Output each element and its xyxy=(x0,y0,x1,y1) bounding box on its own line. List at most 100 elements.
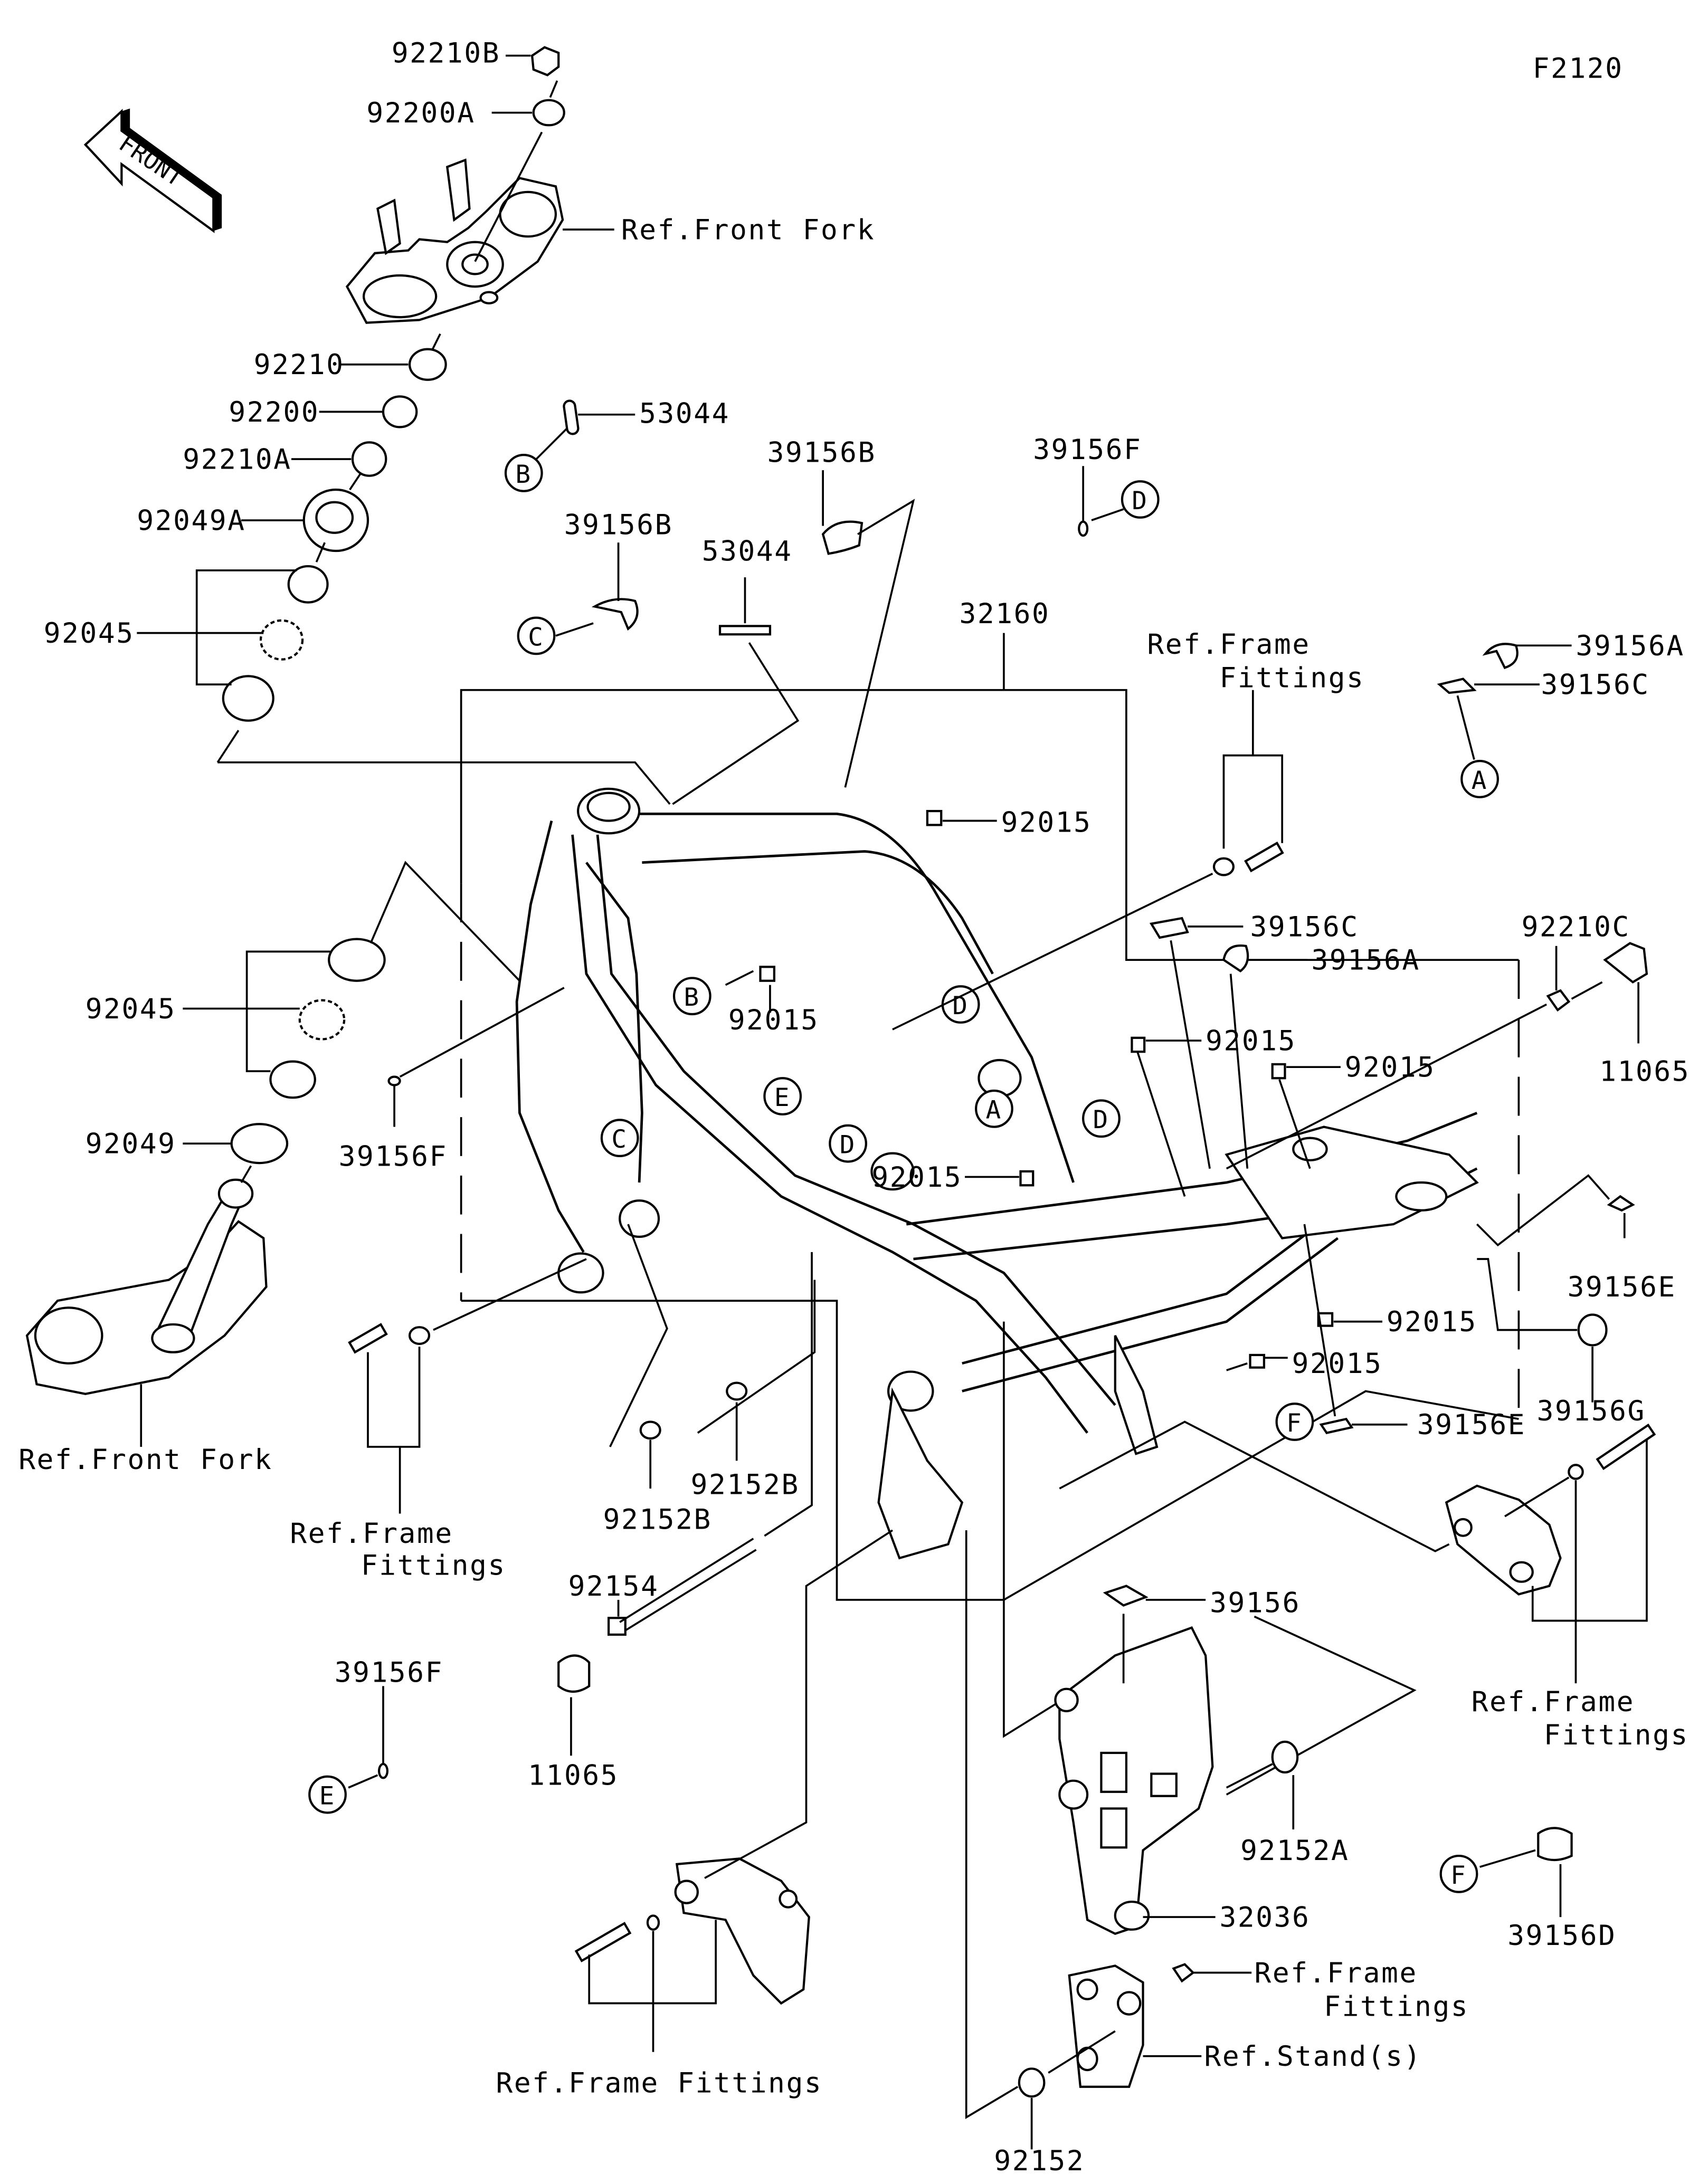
washer-92152B-b[interactable] xyxy=(726,1381,748,1401)
collar-92015-f[interactable] xyxy=(1317,1312,1334,1327)
collar-92152A[interactable] xyxy=(1271,1740,1299,1773)
bearing-race-top-2[interactable] xyxy=(328,938,386,982)
label-92152B-b: 92152B xyxy=(603,1503,712,1536)
locknut-92210A[interactable] xyxy=(351,441,387,477)
washer-92200A[interactable] xyxy=(532,99,565,127)
label-92200A: 92200A xyxy=(366,97,475,129)
collar-92015-e[interactable] xyxy=(1019,1170,1035,1187)
label-ref-stands[interactable]: Ref.Stand(s) xyxy=(1204,2040,1422,2073)
label-39156E-low: 39156E xyxy=(1417,1409,1526,1441)
callout-letter: F xyxy=(1286,1409,1302,1438)
seal-92049[interactable] xyxy=(230,1123,289,1165)
label-ref-frame-right-2[interactable]: Fittings xyxy=(1544,1719,1689,1751)
washer-left-mount[interactable] xyxy=(646,1914,660,1931)
steering-nut-92210B[interactable] xyxy=(530,46,560,77)
washer-right-mount[interactable] xyxy=(1568,1464,1584,1480)
callout-E-frame xyxy=(763,1077,802,1115)
collar-92015-d[interactable] xyxy=(1271,1063,1286,1080)
lockwasher-92200[interactable] xyxy=(382,395,418,428)
collar-92015-b[interactable] xyxy=(759,966,775,982)
label-39156F-low: 39156F xyxy=(335,1657,443,1689)
damper-39156G[interactable] xyxy=(1577,1313,1608,1347)
nut-stand-fitting[interactable] xyxy=(1172,1963,1195,1983)
stand-bracket[interactable] xyxy=(1068,1964,1144,2088)
pin-53044-a[interactable] xyxy=(563,399,580,435)
label-92152B-a: 92152B xyxy=(691,1469,800,1501)
callout-B-frame xyxy=(672,977,711,1016)
label-ref-frame-br-1[interactable]: Ref.Frame xyxy=(1254,1957,1417,1989)
engine-mount-plate-32036[interactable] xyxy=(1054,1626,1214,1935)
bearing-race-bottom-2[interactable] xyxy=(269,1060,316,1099)
grommet-39156F-mid[interactable] xyxy=(387,1075,401,1086)
engine-mount-bracket-right[interactable] xyxy=(1445,1484,1562,1596)
bearing-race-top[interactable] xyxy=(287,565,329,604)
clip-39156B-b[interactable] xyxy=(821,520,864,555)
pin-53044-b[interactable] xyxy=(718,625,772,636)
clip-39156A-mid[interactable] xyxy=(1222,944,1249,972)
label-92045-top: 92045 xyxy=(44,617,135,650)
label-53044-a: 53044 xyxy=(639,397,730,430)
pad-39156C-top[interactable] xyxy=(1437,678,1477,694)
label-ref-frame-top-1[interactable]: Ref.Frame xyxy=(1147,628,1310,661)
label-ref-frame-right-1[interactable]: Ref.Frame xyxy=(1472,1686,1635,1718)
bearing-race-bottom[interactable] xyxy=(222,675,274,722)
grommet-39156F-low[interactable] xyxy=(377,1762,389,1779)
pad-39156C-mid[interactable] xyxy=(1149,917,1189,939)
callout-letter: D xyxy=(1132,487,1147,516)
collar-92152[interactable] xyxy=(1018,2067,1046,2098)
collar-92015-a[interactable] xyxy=(926,809,943,826)
bolt-frame-fitting[interactable] xyxy=(1244,841,1284,873)
label-53044-b: 53044 xyxy=(702,536,793,568)
callout-letter: B xyxy=(684,983,699,1012)
front-direction-arrow-icon: FRONT xyxy=(83,108,222,233)
label-92210A: 92210A xyxy=(183,443,291,475)
washer-left-fitting[interactable] xyxy=(408,1326,431,1345)
label-39156A-top: 39156A xyxy=(1576,630,1684,662)
locknut-92210[interactable] xyxy=(408,348,447,381)
damper-39156D[interactable] xyxy=(1537,1827,1573,1861)
plug-11065-low[interactable] xyxy=(557,1654,591,1693)
label-ref-frame-bottom[interactable]: Ref.Frame Fittings xyxy=(496,2067,823,2099)
engine-mount-bracket-left[interactable] xyxy=(674,1857,810,2005)
plug-11065-right[interactable] xyxy=(1603,942,1648,984)
label-92015-e: 92015 xyxy=(871,1161,962,1194)
callout-A-top xyxy=(1460,760,1499,798)
collar-92015-c[interactable] xyxy=(1131,1036,1146,1053)
label-92152A: 92152A xyxy=(1240,1835,1349,1867)
main-frame-32160[interactable] xyxy=(515,787,1479,1560)
collar-92015-g[interactable] xyxy=(1249,1353,1266,1369)
bolt-left-fitting[interactable] xyxy=(348,1323,388,1354)
label-11065-right: 11065 xyxy=(1599,1056,1689,1088)
clip-39156B-a[interactable] xyxy=(591,598,639,631)
callout-D-frame-2 xyxy=(829,1124,867,1163)
clip-39156A-top[interactable] xyxy=(1482,643,1519,670)
bearing-balls-top[interactable] xyxy=(259,619,304,661)
label-ref-frame-left-2[interactable]: Fittings xyxy=(361,1549,506,1581)
label-ref-front-fork-bottom[interactable]: Ref.Front Fork xyxy=(18,1444,272,1476)
label-92045-mid: 92045 xyxy=(86,993,176,1025)
nut-92210C[interactable] xyxy=(1546,989,1571,1012)
label-ref-frame-left-1[interactable]: Ref.Frame xyxy=(290,1518,453,1550)
washer-92152B-a[interactable] xyxy=(639,1420,661,1440)
plate-39156[interactable] xyxy=(1103,1585,1149,1607)
label-32036: 32036 xyxy=(1220,1902,1311,1934)
callout-A-frame xyxy=(975,1089,1013,1128)
upper-triple-clamp[interactable] xyxy=(345,158,564,324)
label-ref-frame-top-2[interactable]: Fittings xyxy=(1220,662,1365,694)
bearing-balls-2[interactable] xyxy=(298,999,346,1041)
bolt-left-mount[interactable] xyxy=(574,1922,632,1962)
pad-39156E-low[interactable] xyxy=(1319,1417,1354,1434)
washer-frame-fitting[interactable] xyxy=(1212,857,1235,876)
label-ref-front-fork-top[interactable]: Ref.Front Fork xyxy=(621,214,875,246)
grommet-39156F-top[interactable] xyxy=(1078,520,1089,537)
label-92015-f: 92015 xyxy=(1387,1306,1477,1338)
callout-F-frame xyxy=(1275,1403,1314,1441)
callout-letter: D xyxy=(1093,1105,1108,1134)
lower-triple-clamp-stem[interactable] xyxy=(25,1178,268,1395)
label-ref-frame-br-2[interactable]: Fittings xyxy=(1324,1990,1469,2023)
pad-39156E-right[interactable] xyxy=(1607,1195,1635,1212)
bolt-right-mount[interactable] xyxy=(1596,1423,1656,1471)
label-92210: 92210 xyxy=(254,349,345,381)
